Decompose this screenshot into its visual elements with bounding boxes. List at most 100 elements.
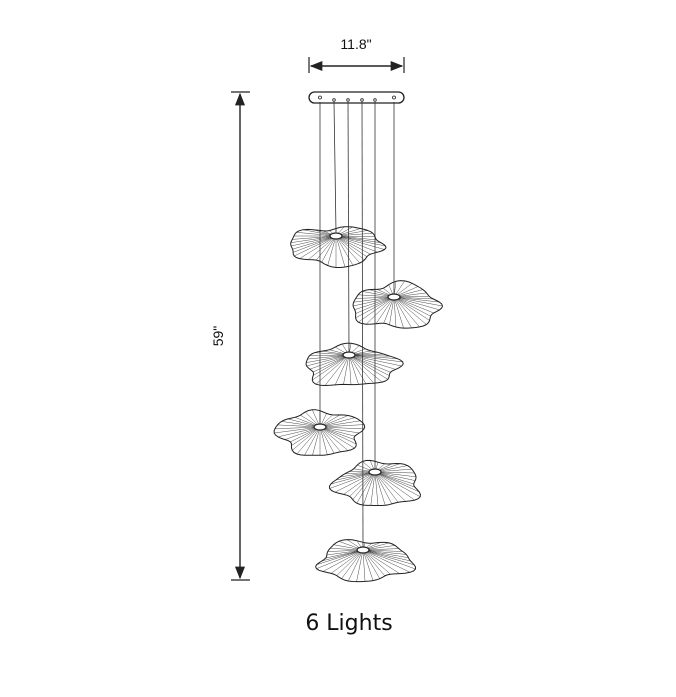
shade-rib bbox=[274, 426, 321, 434]
shade-rib bbox=[353, 296, 395, 307]
shade-rib bbox=[374, 471, 406, 502]
shade-rib bbox=[362, 549, 374, 581]
shade-rib bbox=[308, 235, 337, 260]
shade-rib bbox=[290, 426, 321, 443]
shade-outline bbox=[290, 226, 387, 268]
ceiling-canopy bbox=[308, 91, 405, 104]
shade-rib bbox=[362, 549, 403, 552]
shade-rib bbox=[352, 471, 376, 500]
shade-rib bbox=[374, 471, 414, 485]
shade-rib bbox=[334, 354, 350, 385]
shade-outline bbox=[305, 342, 404, 386]
shade-rib bbox=[393, 296, 427, 325]
shade-rib bbox=[335, 471, 376, 481]
shade-rib bbox=[335, 235, 386, 247]
shade-rib bbox=[277, 426, 321, 438]
shade-rib bbox=[319, 426, 355, 449]
shade-rib bbox=[393, 296, 434, 314]
shade-rib bbox=[374, 471, 416, 488]
shade-rib bbox=[362, 549, 366, 582]
shade-rib bbox=[321, 235, 337, 263]
width-dimension: 11.8" bbox=[308, 36, 405, 73]
shade-rib bbox=[307, 354, 350, 360]
height-dimension: 59" bbox=[210, 91, 250, 581]
shade-rib bbox=[321, 549, 364, 562]
shade-rib bbox=[362, 549, 415, 566]
shade-rib bbox=[291, 426, 321, 446]
shade-rib bbox=[393, 296, 412, 329]
shade-rib bbox=[335, 235, 381, 243]
shade-rib bbox=[319, 426, 341, 452]
lotus-shade bbox=[315, 539, 416, 583]
shade-hub bbox=[313, 423, 327, 431]
shade-rib bbox=[315, 354, 350, 385]
shade-rib bbox=[393, 296, 420, 328]
shade-rib bbox=[322, 549, 364, 572]
shade-hub bbox=[368, 468, 382, 476]
shade-hub bbox=[342, 351, 356, 359]
shade-rib bbox=[362, 549, 411, 562]
shade-rib bbox=[277, 424, 321, 428]
shade-rib bbox=[348, 354, 402, 367]
shade-rib bbox=[348, 354, 391, 373]
shade-rib bbox=[356, 549, 364, 582]
lotus-shade bbox=[273, 409, 366, 456]
shade-rib bbox=[393, 296, 440, 311]
shade-rib bbox=[335, 235, 377, 241]
shade-rib bbox=[316, 549, 364, 565]
shade-rib bbox=[335, 235, 385, 250]
shade-rib bbox=[309, 354, 350, 370]
shade-rib bbox=[363, 471, 376, 506]
height-label: 59" bbox=[210, 326, 226, 347]
shade-rib bbox=[335, 235, 368, 257]
shade-outline bbox=[329, 459, 421, 506]
shade-rib bbox=[348, 549, 364, 582]
shade-rib bbox=[348, 354, 396, 370]
shade-rib bbox=[313, 354, 350, 373]
shade-outline bbox=[315, 539, 416, 583]
shade-rib bbox=[291, 235, 337, 247]
shade-rib bbox=[304, 426, 321, 456]
shade-rib bbox=[329, 471, 376, 489]
light-count-caption: 6 Lights bbox=[305, 611, 392, 636]
shade-rib bbox=[362, 549, 385, 577]
shade-rib bbox=[290, 235, 337, 243]
lotus-shade bbox=[352, 280, 443, 329]
shade-rib bbox=[324, 354, 350, 386]
shade-rib bbox=[348, 354, 359, 385]
shade-rib bbox=[336, 549, 364, 576]
lotus-shade bbox=[305, 342, 404, 386]
shade-rib bbox=[313, 354, 350, 376]
shade-rib bbox=[335, 235, 371, 255]
shade-rib bbox=[374, 471, 415, 501]
shade-rib bbox=[353, 296, 395, 303]
shade-rib bbox=[349, 471, 376, 497]
lotus-shade bbox=[290, 226, 387, 268]
shade-rib bbox=[355, 296, 395, 314]
shade-rib bbox=[319, 426, 365, 430]
shade-rib bbox=[393, 296, 397, 328]
shade-rib bbox=[354, 296, 395, 310]
shade-rib bbox=[393, 296, 431, 317]
shade-rib bbox=[306, 354, 350, 367]
shade-rib bbox=[335, 235, 365, 261]
shade-rib bbox=[362, 549, 380, 579]
shade-rib bbox=[374, 471, 421, 497]
shade-rib bbox=[335, 235, 378, 253]
shade-rib bbox=[362, 549, 411, 573]
shade-rib bbox=[330, 549, 364, 574]
shade-rib bbox=[393, 296, 440, 303]
shade-rib bbox=[348, 354, 390, 376]
shade-rib bbox=[393, 296, 443, 307]
shade-rib bbox=[316, 549, 364, 569]
shade-ribs bbox=[290, 226, 386, 268]
shade-rib bbox=[335, 235, 346, 268]
shade-rib bbox=[374, 471, 386, 506]
shade-ribs bbox=[274, 409, 365, 456]
shade-rib bbox=[274, 426, 321, 430]
shade-rib bbox=[374, 471, 399, 503]
shade-rib bbox=[362, 549, 416, 570]
shade-hub bbox=[387, 293, 401, 301]
shade-rib bbox=[292, 426, 321, 451]
